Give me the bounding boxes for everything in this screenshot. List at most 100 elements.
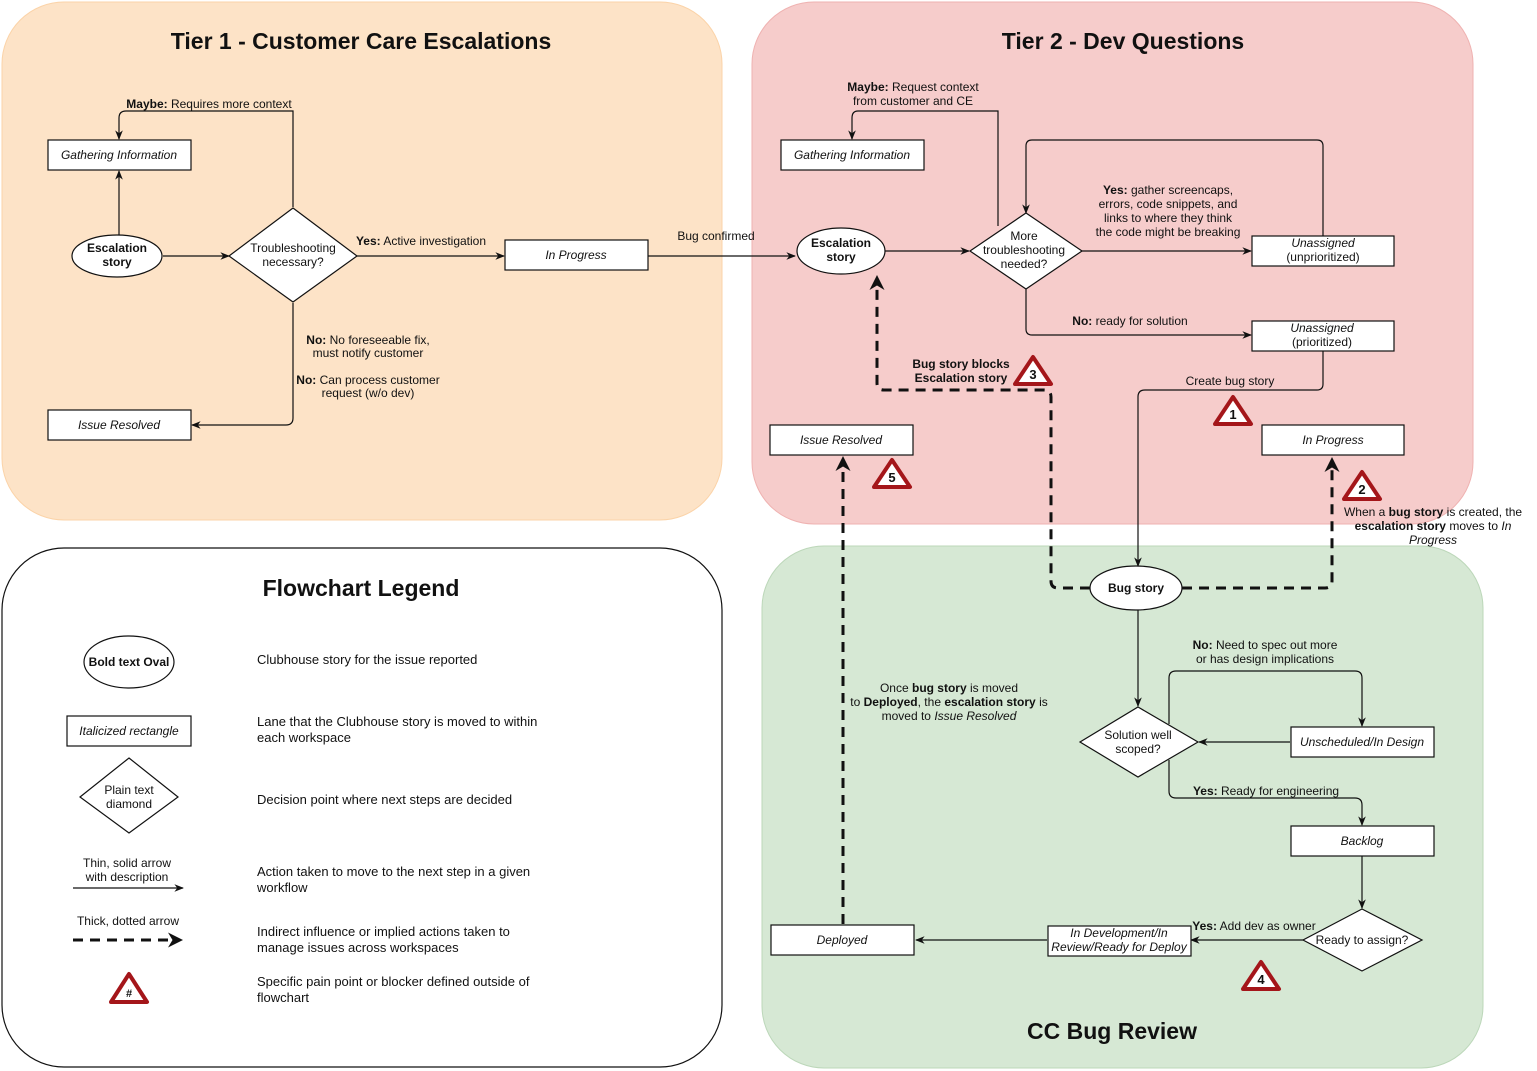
- legend-diamond-label-1: Plain text: [104, 783, 154, 797]
- legend-oval-label: Bold text Oval: [89, 655, 170, 669]
- t2-in-progress-label: In Progress: [1302, 433, 1363, 447]
- warning-icon-1: 1: [1213, 395, 1253, 426]
- in-dev-label-1: In Development/In: [1070, 926, 1168, 940]
- legend-thin-label-1: Thin, solid arrow: [83, 856, 171, 870]
- legend-warning-icon: #: [109, 972, 149, 1004]
- legend-thin-label-2: with description: [85, 870, 169, 884]
- arrow-t2-loop: [1022, 139, 1324, 236]
- t1-no1-label-1: No: No foreseeable fix,: [306, 333, 429, 347]
- legend-warn-desc-1: Specific pain point or blocker defined o…: [257, 974, 530, 989]
- warning-icon-2: 2: [1342, 470, 1382, 501]
- t1-gathering-label: Gathering Information: [61, 148, 177, 162]
- tier2-title: Tier 2 - Dev Questions: [1002, 28, 1244, 54]
- ready-label: Ready to assign?: [1316, 933, 1409, 947]
- note2-line-1: When a bug story is created, the: [1344, 505, 1522, 519]
- warning-icon-3: 3: [1013, 355, 1053, 386]
- in-development[interactable]: [1047, 925, 1192, 957]
- t2-unassigned-pri-label-1: Unassigned: [1290, 321, 1354, 335]
- t1-in-progress[interactable]: [504, 239, 649, 271]
- blocks-label-1: Bug story blocks: [912, 357, 1010, 371]
- t1-issue-resolved[interactable]: [47, 409, 192, 441]
- deployed[interactable]: [770, 924, 915, 956]
- arrow-t2-no: [1025, 289, 1252, 339]
- legend-diamond-label-2: diamond: [106, 797, 152, 811]
- t2-maybe-label-2: from customer and CE: [853, 94, 973, 108]
- t2-unassigned-unp-label-2: (unprioritized): [1286, 250, 1359, 264]
- t2-unassigned-unp-label-1: Unassigned: [1291, 236, 1355, 250]
- tier1-title: Tier 1 - Customer Care Escalations: [171, 28, 552, 54]
- t1-decision-label-2: necessary?: [262, 255, 324, 269]
- t1-no2-label-2: request (w/o dev): [322, 386, 415, 400]
- t1-maybe-label: Maybe: Requires more context: [126, 97, 292, 111]
- t2-yes-label-1: Yes: gather screencaps,: [1103, 183, 1233, 197]
- t2-issue-resolved[interactable]: [769, 424, 914, 456]
- once-line-1: Once bug story is moved: [880, 681, 1018, 695]
- t2-yes-label-3: links to where they think: [1104, 211, 1233, 225]
- arrow-create-bug-story: [1134, 351, 1324, 567]
- arrow-scoped-yes: [1168, 760, 1366, 826]
- t2-escalation-story[interactable]: [796, 227, 886, 275]
- legend-oval-desc: Clubhouse story for the issue reported: [257, 652, 477, 667]
- bug-review-title: CC Bug Review: [1027, 1018, 1197, 1044]
- t1-yes-label: Yes: Active investigation: [356, 234, 486, 248]
- svg-text:4: 4: [1257, 972, 1265, 987]
- legend-warn-desc-2: flowchart: [257, 990, 309, 1005]
- dashed-bug-to-in-progress: [1182, 457, 1340, 590]
- t2-in-progress[interactable]: [1261, 424, 1405, 456]
- legend-thin-desc-2: workflow: [256, 880, 308, 895]
- legend-oval: [83, 635, 175, 689]
- t2-decision-label-1: More: [1010, 229, 1038, 243]
- once-line-3: moved to Issue Resolved: [882, 709, 1017, 723]
- scoped-label-1: Solution well: [1104, 728, 1171, 742]
- decision-solution-scoped[interactable]: [1078, 706, 1200, 778]
- legend-thick-desc-1: Indirect influence or implied actions ta…: [257, 924, 510, 939]
- legend-rect-desc-2: each workspace: [257, 730, 351, 745]
- t1-no1-label-2: must notify customer: [313, 346, 424, 360]
- deployed-label: Deployed: [817, 933, 868, 947]
- legend-title: Flowchart Legend: [263, 575, 460, 601]
- legend-thick-label: Thick, dotted arrow: [77, 914, 179, 928]
- once-line-2: to Deployed, the escalation story is: [850, 695, 1047, 709]
- unscheduled-label: Unscheduled/In Design: [1300, 735, 1424, 749]
- svg-text:2: 2: [1358, 482, 1365, 497]
- tier2-lane: [751, 1, 1474, 525]
- svg-text:#: #: [126, 988, 132, 1000]
- in-dev-label-2: Review/Ready for Deploy: [1051, 940, 1187, 954]
- bug-story-label: Bug story: [1108, 581, 1164, 595]
- t2-no-label: No: ready for solution: [1072, 314, 1187, 328]
- arrow-t1-maybe: [115, 110, 294, 207]
- t2-gathering-label: Gathering Information: [794, 148, 910, 162]
- bug-confirmed-label: Bug confirmed: [677, 229, 754, 243]
- legend-rect-desc-1: Lane that the Clubhouse story is moved t…: [257, 714, 537, 729]
- blocks-label-2: Escalation story: [915, 371, 1008, 385]
- dashed-bug-blocks-escalation: [869, 275, 1090, 590]
- svg-text:3: 3: [1029, 367, 1036, 382]
- t1-gathering-information[interactable]: [47, 139, 192, 171]
- t1-escalation-story[interactable]: [71, 234, 163, 278]
- warning-icon-4: 4: [1241, 960, 1281, 991]
- backlog-label: Backlog: [1341, 834, 1384, 848]
- t2-unassigned-prioritized[interactable]: [1251, 320, 1395, 352]
- t1-decision-label-1: Troubleshooting: [250, 241, 336, 255]
- legend-rect: [66, 715, 192, 747]
- t2-unassigned-unprioritized[interactable]: [1251, 235, 1395, 267]
- t1-escalation-label-1: Escalation: [87, 241, 147, 255]
- create-bug-story-label: Create bug story: [1186, 374, 1275, 388]
- t2-escalation-label-2: story: [826, 250, 856, 264]
- scoped-no-label-1: No: Need to spec out more: [1193, 638, 1338, 652]
- decision-ready-to-assign[interactable]: [1301, 908, 1424, 972]
- t2-decision-label-3: needed?: [1001, 257, 1048, 271]
- legend-thin-desc-1: Action taken to move to the next step in…: [257, 864, 530, 879]
- t1-decision-troubleshooting[interactable]: [227, 207, 359, 303]
- tier1-lane: [1, 1, 723, 521]
- svg-text:5: 5: [888, 470, 895, 485]
- t2-unassigned-pri-label-2: (prioritized): [1292, 335, 1352, 349]
- t2-gathering-information[interactable]: [780, 139, 925, 171]
- arrow-t2-maybe: [848, 110, 999, 226]
- t1-issue-resolved-label: Issue Resolved: [78, 418, 160, 432]
- legend-diamond: [79, 757, 179, 834]
- t1-escalation-label-2: story: [102, 255, 132, 269]
- backlog[interactable]: [1290, 825, 1435, 857]
- unscheduled-in-design[interactable]: [1290, 726, 1435, 758]
- t2-decision-troubleshooting[interactable]: [968, 212, 1084, 290]
